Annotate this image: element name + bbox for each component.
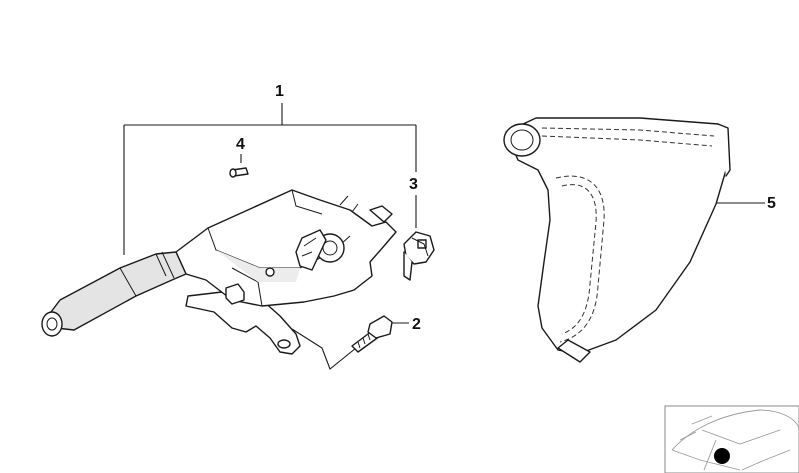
handbrake-lever-part-1 [41, 189, 397, 355]
callout-3: 3 [409, 176, 418, 193]
callout-4: 4 [236, 136, 245, 153]
lever-grip [47, 251, 187, 331]
callout-5: 5 [767, 195, 776, 212]
bolt-part-2 [351, 315, 393, 353]
callout-1: 1 [275, 83, 284, 100]
leader-bolt-link [291, 328, 357, 370]
boot-cover-part-5 [503, 117, 731, 363]
boot-stitching-side [555, 175, 605, 343]
car-outline [671, 409, 799, 471]
callout-2: 2 [412, 316, 421, 333]
boot-stitching-top [541, 127, 715, 137]
leader-1-bracket [123, 103, 417, 255]
vehicle-location-thumbnail [664, 405, 799, 473]
boot-body [505, 117, 729, 355]
boot-base-clip [557, 339, 591, 363]
pin-part-4 [229, 167, 249, 178]
location-marker [714, 448, 730, 464]
lever-housing [175, 189, 397, 307]
release-button [41, 311, 63, 337]
boot-opening [503, 123, 541, 157]
leader-lines [123, 103, 765, 370]
switch-part-3 [403, 231, 435, 281]
